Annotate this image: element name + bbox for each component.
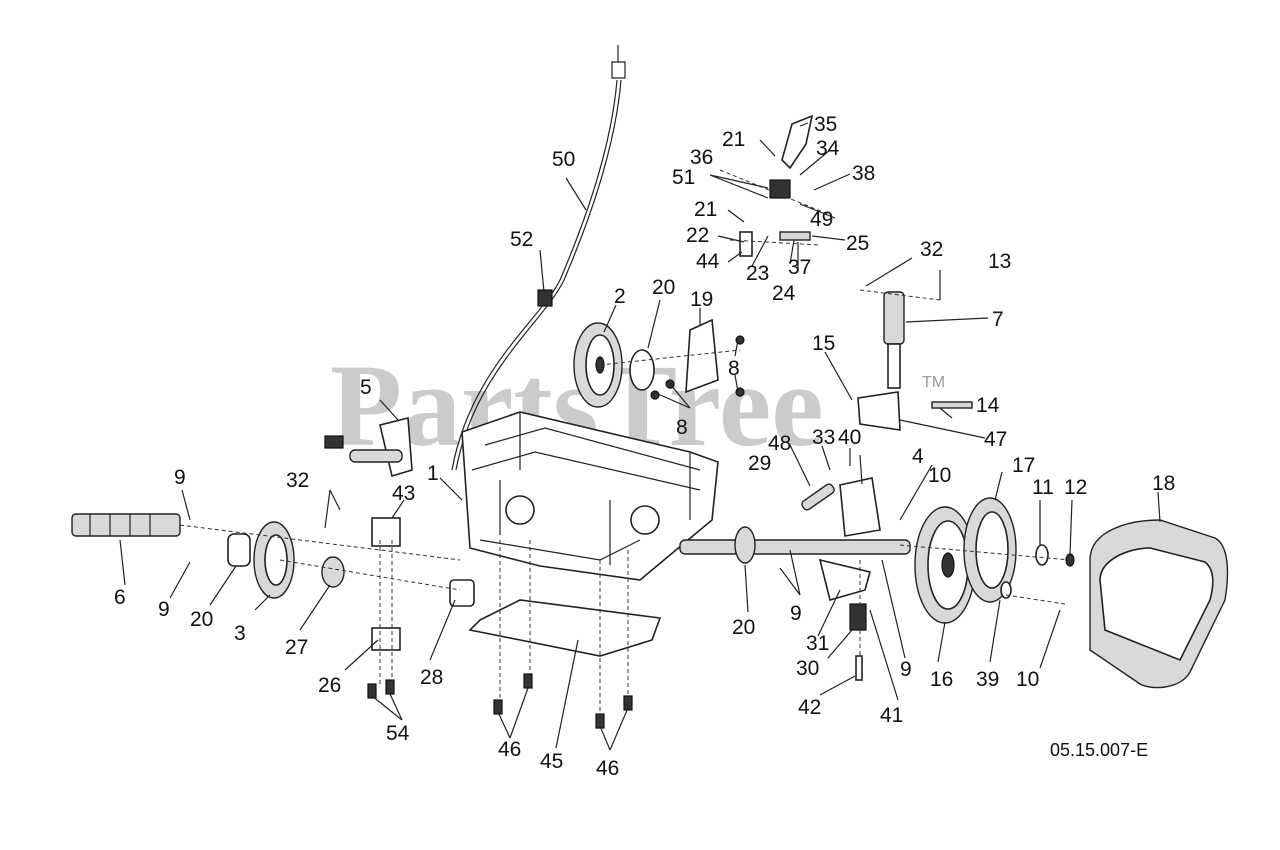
callout-44: 44 xyxy=(696,250,720,273)
callout-2: 2 xyxy=(614,285,626,308)
callout-19: 19 xyxy=(690,288,713,311)
callout-25: 25 xyxy=(846,232,869,255)
pin-14 xyxy=(931,401,973,409)
callout-7: 7 xyxy=(992,308,1004,331)
washer-11 xyxy=(1035,544,1049,566)
callout-12: 12 xyxy=(1064,476,1087,499)
assembly-lines xyxy=(179,169,1071,714)
rubber-track xyxy=(1089,519,1229,689)
callout-27: 27 xyxy=(285,636,308,659)
callout-26: 26 xyxy=(318,674,341,697)
callout-1: 1 xyxy=(427,462,439,485)
pin-42 xyxy=(855,655,863,681)
callout-labels: 1 2 3 4 5 6 7 8 8 9 9 9 9 10 10 11 12 13… xyxy=(114,113,1175,780)
callout-13: 13 xyxy=(988,250,1011,273)
callout-46-right: 46 xyxy=(596,757,619,780)
callout-39: 39 xyxy=(976,668,999,691)
callout-41: 41 xyxy=(880,704,903,727)
control-cable xyxy=(451,45,626,471)
clamp-lower xyxy=(371,627,401,651)
callout-40: 40 xyxy=(838,426,861,449)
callout-45: 45 xyxy=(540,750,563,773)
bearing-flange-left xyxy=(227,533,251,567)
callout-14: 14 xyxy=(976,394,1000,417)
leader-lines xyxy=(119,122,1161,751)
bottom-cover-plate xyxy=(468,599,662,657)
callout-32-left: 32 xyxy=(286,469,309,492)
callout-9-mid: 9 xyxy=(790,602,802,625)
callout-10-lower: 10 xyxy=(1016,668,1039,691)
callout-20-upper: 20 xyxy=(652,276,675,299)
lever-bracket xyxy=(839,477,881,537)
callout-17: 17 xyxy=(1012,454,1035,477)
callout-49: 49 xyxy=(810,208,833,231)
callout-8-lower: 8 xyxy=(676,416,688,439)
bolts-46 xyxy=(493,673,633,729)
callout-29: 29 xyxy=(748,452,771,475)
callout-23: 23 xyxy=(746,262,769,285)
callout-21-top: 21 xyxy=(722,128,745,151)
callout-5: 5 xyxy=(360,376,372,399)
callout-15: 15 xyxy=(812,332,835,355)
callout-36: 36 xyxy=(690,146,713,169)
callout-4: 4 xyxy=(912,445,924,468)
lever-29 xyxy=(801,483,835,511)
callout-6: 6 xyxy=(114,586,126,609)
callout-20-left: 20 xyxy=(190,608,213,631)
callout-3: 3 xyxy=(234,622,246,645)
callout-34: 34 xyxy=(816,137,840,160)
bearing-flange-upper xyxy=(629,349,655,391)
bushing-28 xyxy=(449,579,475,607)
gas-spring xyxy=(883,291,905,389)
callout-10-upper: 10 xyxy=(928,464,951,487)
drive-gear-lower xyxy=(253,521,295,599)
callout-54: 54 xyxy=(386,722,410,745)
callout-24: 24 xyxy=(772,282,796,305)
wheel-disc xyxy=(963,497,1017,603)
callout-33: 33 xyxy=(812,426,835,449)
callout-30: 30 xyxy=(796,657,819,680)
callout-42: 42 xyxy=(798,696,821,719)
callout-51: 51 xyxy=(672,166,695,189)
callout-28: 28 xyxy=(420,666,443,689)
callout-18: 18 xyxy=(1152,472,1175,495)
drive-shaft xyxy=(71,513,181,537)
bracket-31 xyxy=(818,558,871,601)
drawing-code: 05.15.007-E xyxy=(1050,740,1148,760)
callout-35: 35 xyxy=(814,113,837,136)
callout-21-mid: 21 xyxy=(694,198,717,221)
bearing-flange-right xyxy=(734,526,756,564)
washer-39 xyxy=(1000,581,1012,599)
mounting-plate xyxy=(685,318,719,394)
callout-46-left: 46 xyxy=(498,738,521,761)
callout-31: 31 xyxy=(806,632,829,655)
callout-22: 22 xyxy=(686,224,709,247)
callout-43: 43 xyxy=(392,482,415,505)
bearing-27 xyxy=(321,556,345,588)
callout-48: 48 xyxy=(768,432,791,455)
track-wheel xyxy=(914,506,976,624)
pivot-bracket xyxy=(324,416,413,478)
callout-20-right: 20 xyxy=(732,616,755,639)
callout-50: 50 xyxy=(552,148,575,171)
callout-9-top: 9 xyxy=(174,466,186,489)
block-30 xyxy=(849,603,867,631)
callout-32-right: 32 xyxy=(920,238,943,261)
callout-9-left: 9 xyxy=(158,598,170,621)
handle-lever-assembly xyxy=(739,114,814,257)
trademark-mark: TM xyxy=(922,374,945,391)
callout-38: 38 xyxy=(852,162,875,185)
clamp-upper xyxy=(371,517,401,547)
callout-52: 52 xyxy=(510,228,533,251)
callout-37: 37 xyxy=(788,256,811,279)
callout-47: 47 xyxy=(984,428,1007,451)
callout-9-right: 9 xyxy=(900,658,912,681)
drive-gear-upper xyxy=(573,322,623,408)
callout-16: 16 xyxy=(930,668,953,691)
wheel-axle xyxy=(679,539,911,555)
callout-8-right: 8 xyxy=(728,357,740,380)
spring-bracket xyxy=(857,391,901,431)
callout-11: 11 xyxy=(1032,476,1054,499)
